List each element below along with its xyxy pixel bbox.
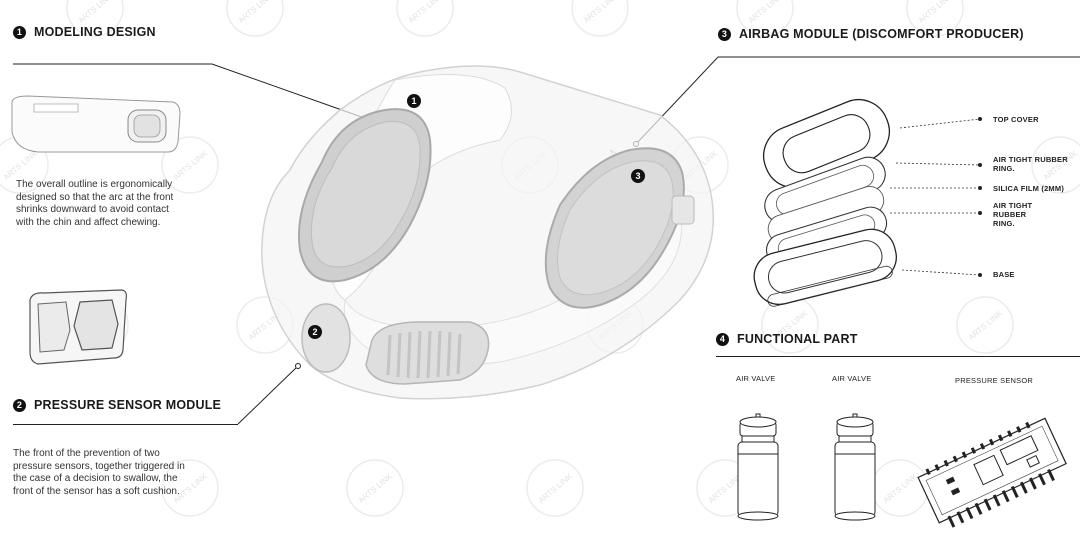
- functional-heading: 4 FUNCTIONAL PART: [716, 332, 858, 346]
- functional-parts-drawing: [737, 413, 1067, 528]
- airbag-part-top-cover: TOP COVER: [993, 115, 1039, 124]
- functional-part-air-valve-2: AIR VALVE: [832, 374, 872, 383]
- airbag-part-rubber-ring-1: AIR TIGHT RUBBER RING.: [993, 155, 1068, 173]
- modeling-design-title: MODELING DESIGN: [34, 25, 156, 39]
- functional-part-air-valve-1: AIR VALVE: [736, 374, 776, 383]
- airbag-part-rubber-ring-2: AIR TIGHT RUBBER RING.: [993, 201, 1033, 228]
- pressure-sensor-title: PRESSURE SENSOR MODULE: [34, 398, 222, 412]
- airbag-exploded-view: [753, 99, 982, 307]
- air-valve-1: [737, 413, 779, 521]
- pressure-sensor-board: [917, 417, 1067, 528]
- airbag-title: AIRBAG MODULE (DISCOMFORT PRODUCER): [739, 27, 1024, 41]
- pad-2: [301, 303, 490, 385]
- air-valve-2: [834, 413, 876, 521]
- functional-divider: [716, 356, 1080, 357]
- modeling-design-description: The overall outline is ergonomically des…: [16, 179, 174, 228]
- airbag-part-base: BASE: [993, 270, 1015, 279]
- section-number-1: 1: [13, 25, 26, 39]
- airbag-part-silica-film: SILICA FILM (2MM): [993, 184, 1065, 193]
- section-number-2: 2: [13, 398, 26, 412]
- pressure-module-sketch: [29, 289, 128, 365]
- pad-3: [544, 147, 695, 309]
- functional-part-pressure-sensor: PRESSURE SENSOR: [955, 376, 1034, 385]
- section-number-4: 4: [716, 332, 729, 346]
- pad-1: [297, 108, 432, 283]
- pressure-divider: [13, 424, 238, 425]
- functional-title: FUNCTIONAL PART: [737, 332, 858, 346]
- section-number-3: 3: [718, 27, 731, 41]
- pressure-sensor-heading: 2 PRESSURE SENSOR MODULE: [13, 398, 221, 412]
- marker-3: 3: [635, 171, 641, 181]
- modeling-outline-sketch: [11, 95, 181, 153]
- marker-1: 1: [411, 96, 417, 106]
- marker-2: 2: [312, 327, 318, 337]
- modeling-design-heading: 1 MODELING DESIGN: [13, 25, 156, 39]
- pressure-sensor-description: The front of the prevention of two press…: [13, 448, 185, 497]
- airbag-heading: 3 AIRBAG MODULE (DISCOMFORT PRODUCER): [718, 27, 1024, 41]
